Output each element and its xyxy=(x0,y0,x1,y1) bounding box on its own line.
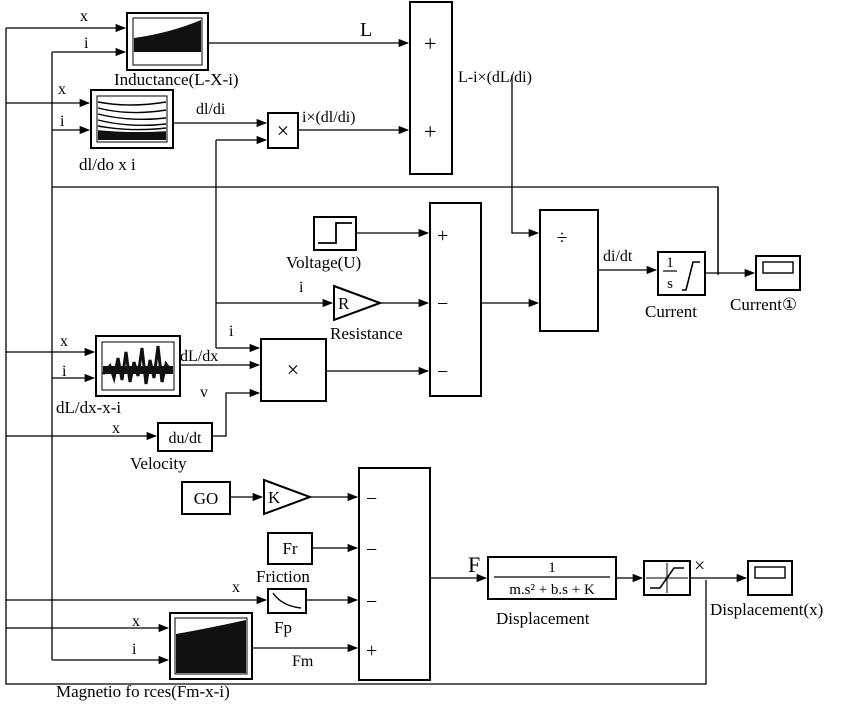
sum2-sign-3: − xyxy=(437,361,448,383)
multiply-block-1[interactable]: × xyxy=(267,112,299,149)
resistance-gain-block[interactable]: R xyxy=(333,284,383,322)
resistance-symbol: R xyxy=(338,294,350,313)
k-gain-block[interactable]: K xyxy=(263,478,313,516)
sum1-out-label: L-i×(dL/di) xyxy=(458,69,532,86)
displacement-tf-block[interactable]: 1 m.s² + b.s + K xyxy=(487,556,617,600)
resistance-in-label: i xyxy=(299,279,304,296)
sum2-sign-2: − xyxy=(437,293,448,315)
dldi-block[interactable] xyxy=(90,89,174,149)
current-scope-block[interactable] xyxy=(755,255,801,291)
inductance-label: Inductance(L-X-i) xyxy=(114,70,239,89)
mult2-in-i-label: i xyxy=(229,323,234,340)
go-symbol: GO xyxy=(194,489,219,508)
velocity-derivative-block[interactable]: du/dt xyxy=(157,422,213,452)
current-integrator-label: Current xyxy=(645,302,697,321)
dldi-out-label: dl/di xyxy=(196,101,226,118)
k-symbol: K xyxy=(268,488,281,507)
fp-label: Fp xyxy=(274,618,292,637)
dldx-out-label: dL/dx xyxy=(180,348,218,365)
sum3-out-label: F xyxy=(468,552,480,577)
multiply-symbol-2: × xyxy=(287,357,299,382)
multiply-block-2[interactable]: × xyxy=(260,338,327,402)
integrator-den: s xyxy=(667,276,673,292)
sum3-sign-3: − xyxy=(366,591,377,613)
displacement-scope-label: Displacement(x) xyxy=(710,600,823,619)
resistance-label: Resistance xyxy=(330,324,403,343)
divide-block[interactable]: ÷ xyxy=(539,209,599,332)
sum3-sign-1: − xyxy=(366,488,377,510)
labels: x i L Inductance(L-X-i) x i dl/di dl/do … xyxy=(56,8,823,701)
friction-symbol: Fr xyxy=(282,539,297,558)
fp-in-label: x xyxy=(232,579,240,596)
fp-block[interactable] xyxy=(267,588,307,614)
dldx-in-i-label: i xyxy=(62,363,67,380)
inductance-out-label: L xyxy=(360,19,372,41)
sum-block-2[interactable]: + − − xyxy=(429,202,482,397)
magnetic-force-block[interactable] xyxy=(169,612,253,680)
dldi-label: dl/do x i xyxy=(79,155,136,174)
signal-lines xyxy=(5,23,756,685)
sum3-sign-4: + xyxy=(366,640,377,662)
velocity-symbol: du/dt xyxy=(169,430,202,447)
dldx-label: dL/dx-x-i xyxy=(56,398,121,417)
dldx-block[interactable] xyxy=(95,335,181,397)
velocity-in-label: x xyxy=(112,420,120,437)
tf-numerator: 1 xyxy=(548,560,556,576)
sum1-plus-2: + xyxy=(424,119,436,144)
x-bus-line xyxy=(5,28,707,685)
magnetic-label: Magnetio fo rces(Fm-x-i) xyxy=(56,682,230,701)
inductance-block[interactable] xyxy=(126,12,209,71)
sum-block-3[interactable]: − − − + xyxy=(358,467,431,681)
magnetic-out-label: Fm xyxy=(292,653,314,670)
displacement-scope-block[interactable] xyxy=(747,560,793,596)
magnetic-in-x-label: x xyxy=(132,613,140,630)
mult2-in-v-label: v xyxy=(200,384,208,401)
velocity-label: Velocity xyxy=(130,454,187,473)
multiply-symbol-1: × xyxy=(277,118,289,143)
sum-block-1[interactable]: + + xyxy=(409,1,453,175)
go-constant-block[interactable]: GO xyxy=(181,481,231,515)
saturation-out-label: × xyxy=(694,555,705,577)
integrator-num: 1 xyxy=(666,255,674,271)
inductance-in-i-label: i xyxy=(84,35,89,52)
voltage-label: Voltage(U) xyxy=(286,253,361,272)
current-in-label: di/dt xyxy=(603,248,633,265)
displacement-tf-label: Displacement xyxy=(496,609,590,628)
sum3-sign-2: − xyxy=(366,539,377,561)
mult1-out-label: i×(dl/di) xyxy=(302,109,355,126)
sum2-sign-1: + xyxy=(437,225,448,247)
inductance-in-x-label: x xyxy=(80,8,88,25)
current-scope-label: Current① xyxy=(730,295,797,314)
tf-denominator: m.s² + b.s + K xyxy=(509,582,595,598)
saturation-block[interactable] xyxy=(643,560,691,596)
dldi-in-i-label: i xyxy=(60,113,65,130)
friction-label: Friction xyxy=(256,567,310,586)
dldx-in-x-label: x xyxy=(60,333,68,350)
current-integrator-block[interactable]: 1 s xyxy=(657,251,706,296)
voltage-step-block[interactable] xyxy=(313,216,357,251)
magnetic-in-i-label: i xyxy=(132,641,137,658)
friction-block[interactable]: Fr xyxy=(267,532,313,565)
dldi-in-x-label: x xyxy=(58,81,66,98)
sum1-plus-1: + xyxy=(424,31,436,56)
divide-symbol: ÷ xyxy=(557,227,568,249)
